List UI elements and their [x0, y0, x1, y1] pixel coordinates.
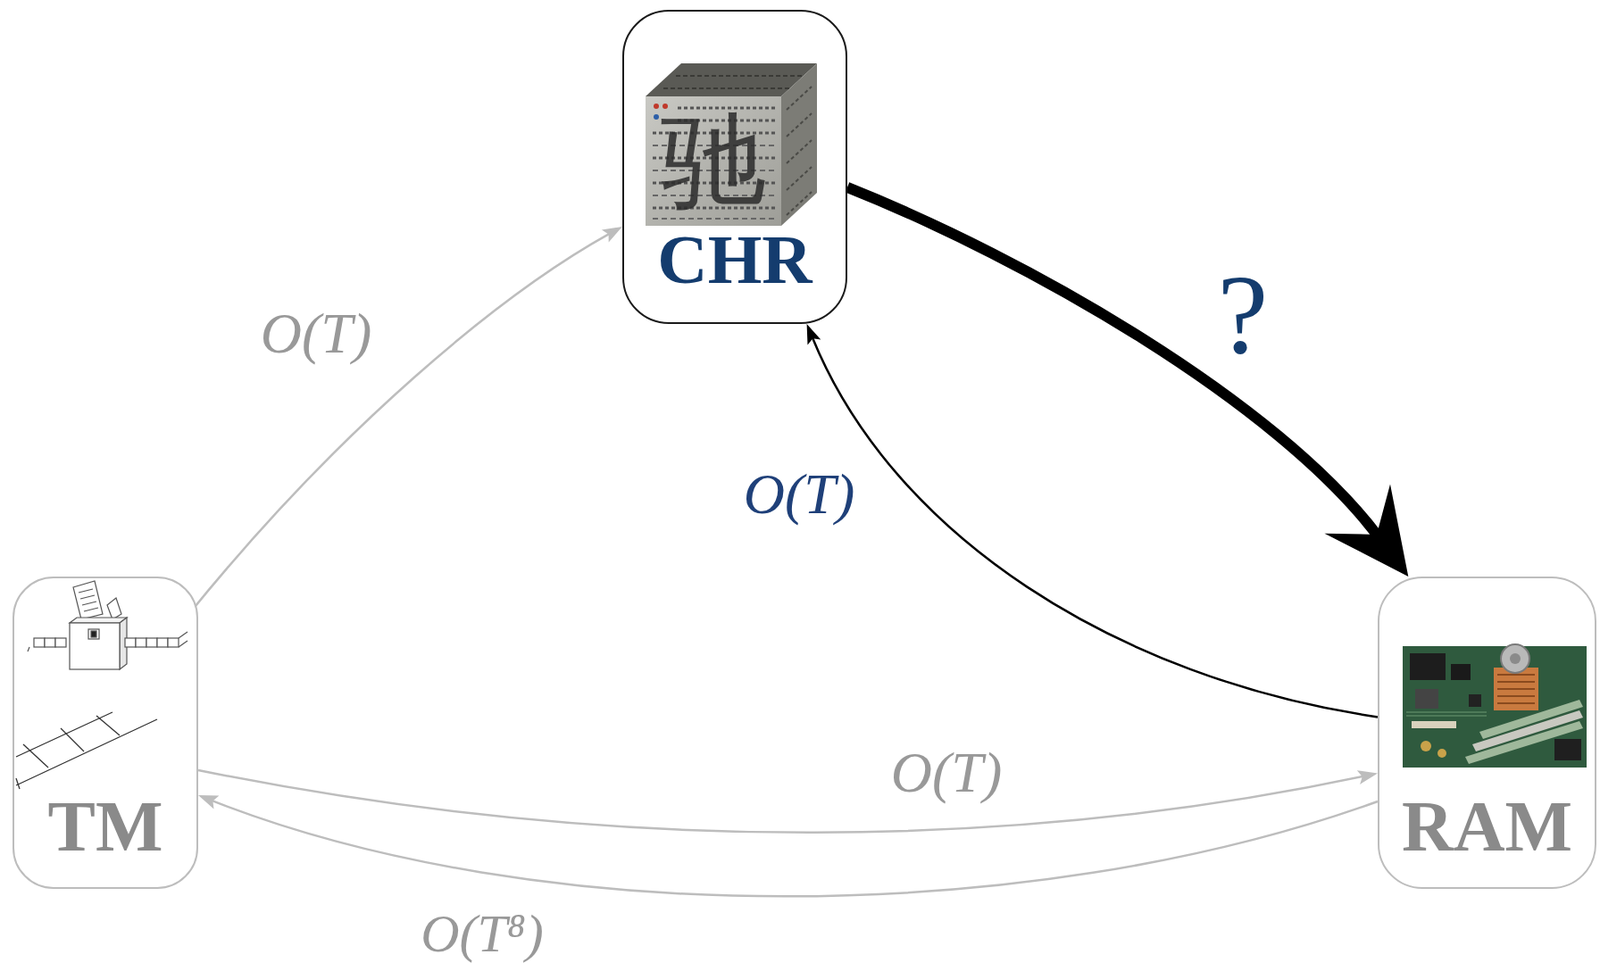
program-card-part [73, 581, 103, 620]
connector [189, 233, 610, 615]
tm-node: TM [12, 576, 199, 890]
tape-cells-part [44, 638, 56, 648]
cube-front-face-part [645, 96, 782, 226]
complexity-label: O(T) [885, 741, 1008, 805]
circuit-board-part [1420, 741, 1432, 752]
arrow-head [601, 226, 623, 243]
circuit-board-part [1402, 646, 1587, 768]
cube-side-face [781, 63, 817, 226]
cube-top-face-part [675, 75, 810, 77]
heatsink-part [1509, 653, 1521, 665]
circuit-board [1402, 646, 1587, 768]
circuit-board-part [1406, 716, 1487, 717]
tape-cells-part [167, 638, 179, 648]
tape-perspective-part [23, 744, 49, 768]
program-card-part [82, 601, 97, 606]
cube-front-face-part [653, 103, 659, 109]
cube-side-face-part [781, 63, 817, 226]
program-card [73, 581, 122, 620]
tape-cells-part [55, 638, 67, 648]
program-card-part [107, 598, 122, 620]
heatsink [1493, 644, 1539, 711]
turing-machine-sketch [14, 578, 199, 793]
circuit-board-part [1409, 653, 1446, 681]
tape-cells-part [157, 638, 168, 648]
heatsink-part [1497, 695, 1535, 698]
circuit-board-part [1437, 749, 1447, 759]
motherboard-photo [1379, 578, 1599, 784]
tape-perspective-part [16, 712, 113, 758]
tape-perspective-part [96, 716, 120, 736]
circuit-board-part [1406, 712, 1487, 714]
tape-cells-part [178, 632, 188, 639]
arrow-head [1325, 483, 1409, 577]
tape-perspective-part [16, 719, 158, 786]
tape-perspective-part [16, 778, 20, 790]
state-box-part [88, 629, 100, 640]
heatsink-part [1493, 667, 1539, 711]
node-label: RAM [1401, 787, 1573, 867]
heatsink-part [1497, 674, 1535, 676]
circuit-board-part [1415, 689, 1439, 709]
tape-cells-part [27, 647, 30, 652]
heatsink-part [1497, 681, 1535, 684]
tape-perspective-part [60, 728, 84, 752]
complexity-label: ? [1212, 251, 1275, 378]
connector [198, 770, 1364, 834]
tape-cells [27, 632, 188, 652]
state-box [69, 617, 127, 670]
cube-top-face-part [663, 87, 800, 90]
cube-front-face-part [653, 114, 659, 120]
heatsink-part [1500, 644, 1530, 674]
complexity-label: O(T) [255, 302, 377, 366]
tape-cells-part [178, 641, 188, 648]
state-box-part [69, 617, 127, 624]
cube-side-face-part [786, 166, 812, 191]
program-card-part [78, 589, 93, 593]
circuit-board-part [1450, 664, 1471, 681]
ram-node: RAM [1377, 576, 1597, 890]
arrow-head [1357, 770, 1378, 785]
state-box-part [91, 631, 97, 638]
heatsink-part [1497, 702, 1535, 705]
program-card-part [83, 608, 99, 612]
arrow-head [198, 795, 219, 810]
tape-cells-part [125, 638, 136, 648]
node-label: TM [48, 787, 164, 867]
cube-glyph: 驰 [645, 96, 782, 226]
arrow-head [807, 324, 822, 345]
complexity-label: O(T) [738, 463, 860, 526]
memory-modules-part [1479, 700, 1584, 740]
tape-perspective [16, 712, 158, 790]
chr-node: CHR驰 [622, 9, 848, 325]
memory-modules-part [1554, 739, 1582, 761]
program-card-part [80, 595, 95, 600]
cube-side-face-part [786, 191, 812, 216]
cube-side-face-part [786, 140, 812, 164]
tape-cells-part [135, 638, 147, 648]
circuit-board-part [1411, 721, 1457, 729]
connector [812, 337, 1378, 718]
cube-side-face-part [786, 113, 812, 137]
state-box-part [69, 623, 120, 670]
thick-connector [847, 187, 1379, 538]
connector [211, 800, 1378, 897]
complexity-label: O(T⁸) [415, 904, 550, 964]
circuit-board-part [1468, 694, 1482, 708]
cube-side-face-part [786, 86, 812, 110]
memory-modules [1465, 700, 1584, 765]
node-label: CHR [657, 221, 812, 299]
cube-front-face [645, 96, 782, 226]
tape-cells-part [33, 638, 45, 648]
tape-cells-part [146, 638, 158, 648]
heatsink-part [1497, 688, 1535, 691]
